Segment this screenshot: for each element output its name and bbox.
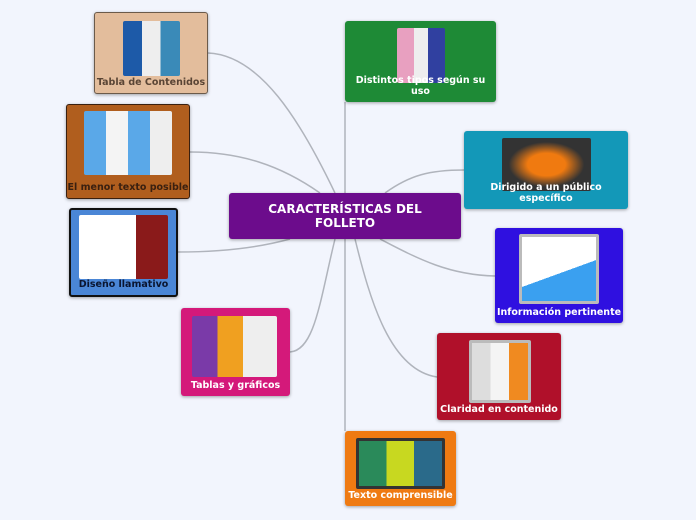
topic-distintos-tipos[interactable]: Distintos tipos según su uso — [345, 21, 496, 102]
topic-dirigido-publico[interactable]: Dirigido a un público específico — [464, 131, 628, 209]
topic-tablas-y-graficos[interactable]: Tablas y gráficos — [181, 308, 290, 396]
brochure-collage-image — [123, 21, 180, 76]
connector — [379, 238, 496, 277]
brochure-green-image — [356, 438, 445, 489]
topic-claridad-contenido[interactable]: Claridad en contenido — [437, 333, 561, 420]
connector — [207, 52, 336, 194]
topic-el-menor-texto-posible[interactable]: El menor texto posible — [66, 104, 190, 199]
brochure-orange-image — [502, 138, 591, 191]
central-topic[interactable]: CARACTERÍSTICAS DEL FOLLETO — [229, 193, 461, 239]
brochure-red-image — [79, 215, 168, 279]
connector — [289, 238, 336, 353]
topic-texto-comprensible[interactable]: Texto comprensible — [345, 431, 456, 506]
brochure-pink-blue-image — [397, 28, 445, 83]
topic-tabla-de-contenidos[interactable]: Tabla de Contenidos — [94, 12, 208, 94]
topic-informacion-pertinente[interactable]: Información pertinente — [495, 228, 623, 323]
connector — [354, 238, 438, 378]
connector — [177, 238, 291, 253]
topic-diseno-llamativo[interactable]: Diseño llamativo — [69, 208, 178, 297]
brochure-blue-wave-image — [519, 234, 599, 304]
connector — [189, 151, 321, 194]
brochure-map-image — [84, 111, 172, 175]
connector — [384, 169, 465, 194]
brochure-orange-grey-image — [469, 340, 531, 403]
brochure-purple-image — [192, 316, 277, 377]
